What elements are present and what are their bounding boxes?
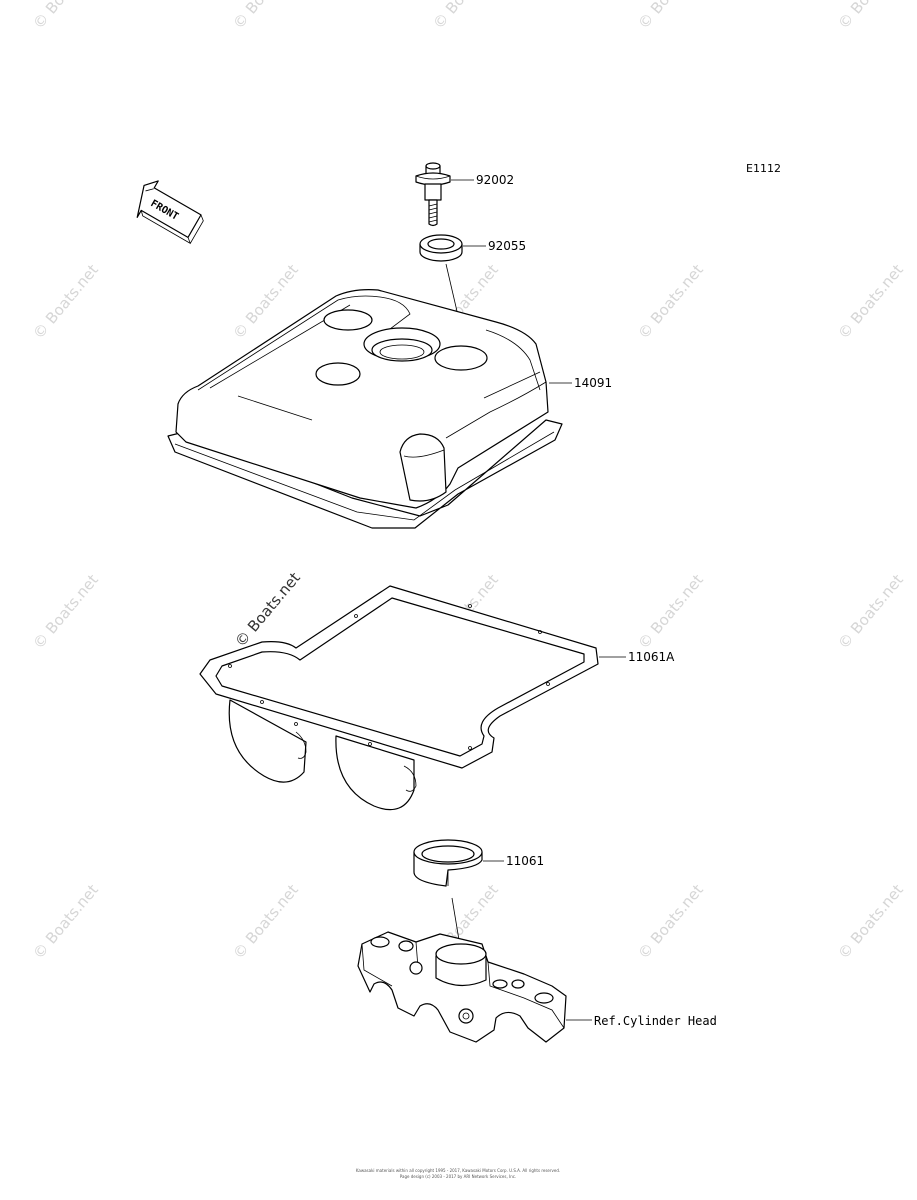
part-label-11061a: 11061A xyxy=(628,650,675,664)
watermark: © Boats.net xyxy=(634,261,707,343)
watermark: © Boats.net xyxy=(29,0,102,33)
cylinder-head-ref xyxy=(357,931,592,1043)
watermark: © Boats.net xyxy=(429,0,502,33)
bolt-92002 xyxy=(415,162,474,227)
diagram-code: E1112 xyxy=(746,162,781,175)
watermark: © Boats.net xyxy=(229,881,302,963)
watermark: © Boats.net xyxy=(634,0,707,33)
gasket-11061a xyxy=(199,585,626,811)
part-label-92055: 92055 xyxy=(488,239,526,253)
watermark: © Boats.net xyxy=(29,881,102,963)
watermark: © Boats.net xyxy=(834,571,907,653)
part-label-11061: 11061 xyxy=(506,854,544,868)
watermark: © Boats.net xyxy=(29,571,102,653)
watermark-layer: © Boats.net © Boats.net © Boats.net © Bo… xyxy=(29,0,907,963)
watermark-dark: © Boats.net xyxy=(231,569,304,651)
front-arrow-icon: FRONT xyxy=(136,180,204,245)
reference-label-cylinder-head: Ref.Cylinder Head xyxy=(594,1014,717,1028)
part-label-14091: 14091 xyxy=(574,376,612,390)
watermark: © Boats.net xyxy=(834,881,907,963)
footer-design-credit: Page design (c) 2003 - 2017 by ARI Netwo… xyxy=(400,1174,516,1179)
watermark: © Boats.net xyxy=(29,261,102,343)
cover-14091 xyxy=(167,289,572,529)
watermark: © Boats.net xyxy=(229,0,302,33)
watermark: © Boats.net xyxy=(634,571,707,653)
part-label-92002: 92002 xyxy=(476,173,514,187)
watermark: © Boats.net xyxy=(834,0,907,33)
footer-copyright: Kawasaki materials within all copyright … xyxy=(356,1168,560,1173)
washer-92055 xyxy=(419,234,486,262)
seal-11061 xyxy=(413,839,504,887)
watermark: © Boats.net xyxy=(634,881,707,963)
watermark: © Boats.net xyxy=(834,261,907,343)
